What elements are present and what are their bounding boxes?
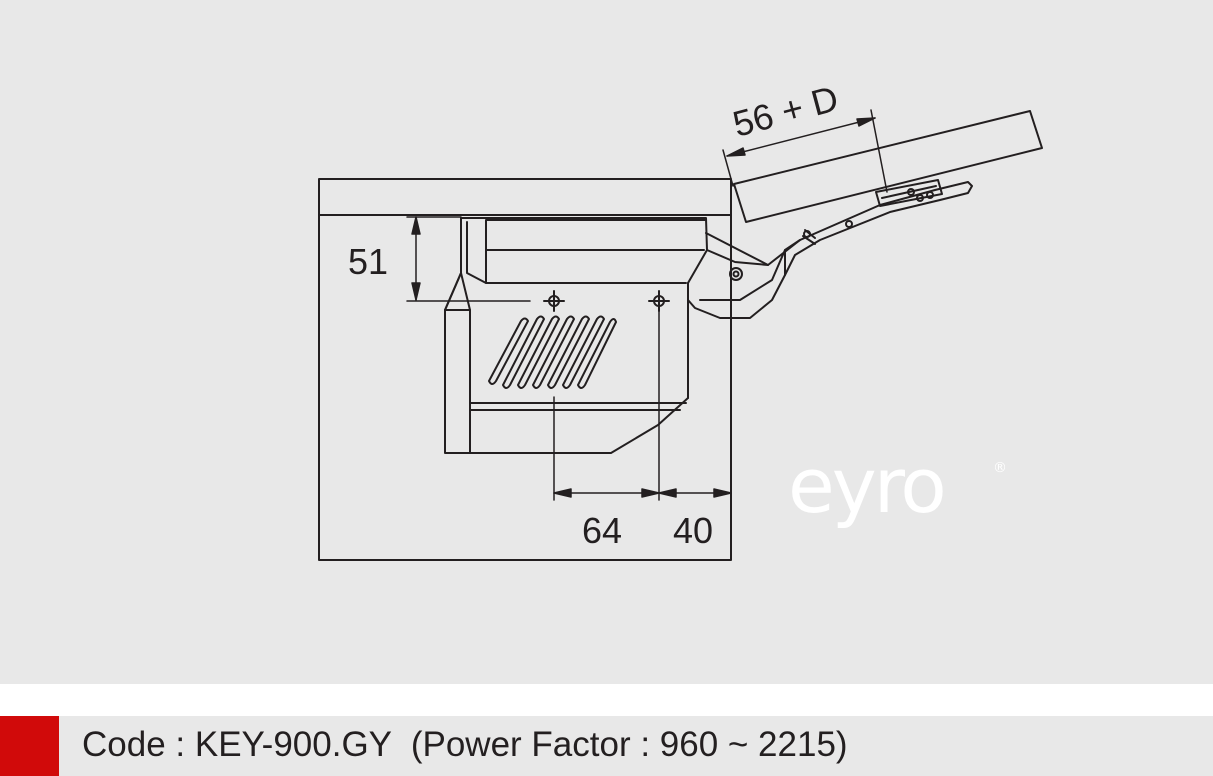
product-caption-bar: Code : KEY-900.GY (Power Factor : 960 ~ … — [0, 716, 1213, 776]
caption-accent-block — [0, 716, 59, 776]
dimension-label-edge-offset: 40 — [673, 510, 713, 551]
door-panel — [733, 110, 1043, 223]
mounting-hole-right — [648, 290, 670, 312]
product-code-caption: Code : KEY-900.GY (Power Factor : 960 ~ … — [82, 725, 848, 764]
dimension-label-door-offset: 56 + D — [728, 77, 842, 144]
dimension-line-top-offset — [406, 216, 531, 302]
logo-registered-mark: ® — [993, 460, 1007, 476]
technical-drawing-panel: 51 64 40 56 + D eyro ® — [0, 0, 1213, 684]
eyro-logo: eyro ® — [788, 441, 1007, 530]
dimension-label-top-offset: 51 — [348, 241, 388, 282]
dimension-label-hole-spacing: 64 — [582, 510, 622, 551]
dimension-line-bottom — [553, 310, 732, 501]
cabinet-outline — [318, 178, 732, 561]
hinge-arm — [687, 179, 973, 319]
ventilation-slots — [488, 315, 617, 389]
logo-wordmark: eyro — [788, 441, 944, 530]
hinge-drawing: 51 64 40 56 + D eyro ® — [318, 77, 1043, 561]
mounting-hole-left — [543, 290, 565, 312]
dimension-line-door-offset — [722, 109, 888, 193]
lift-mechanism-body — [444, 217, 708, 454]
